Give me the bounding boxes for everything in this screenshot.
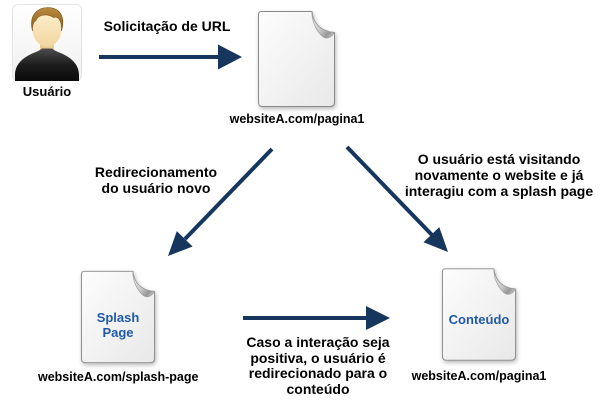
document-icon-content: Conteúdo	[441, 266, 517, 363]
positive-label-line3: redirecionado para o	[248, 365, 388, 382]
content-caption: websiteA.com/pagina1	[411, 369, 547, 383]
positive-arrow	[243, 306, 390, 330]
page1-caption: websiteA.com/pagina1	[229, 112, 365, 126]
returning-label-line1: O usuário está visitando	[417, 151, 581, 167]
content-doc-label: Conteúdo	[448, 312, 510, 327]
redirect-label-line2: do usuário novo	[101, 180, 211, 197]
redirect-label-line1: Redirecionamento	[94, 164, 218, 180]
positive-label-line2: positiva, o usuário é	[250, 349, 386, 366]
page-fold	[311, 11, 336, 39]
positive-label-line1: Caso a interação seja	[246, 334, 390, 350]
redirect-arrow-label: Redirecionamento do usuário novo	[86, 164, 226, 196]
user-icon	[12, 4, 82, 82]
page-fold	[132, 271, 156, 298]
splash-doc-label: Splash Page	[96, 310, 140, 340]
returning-arrow-label: O usuário está visitando novamente o web…	[403, 151, 595, 200]
request-arrow	[99, 44, 242, 70]
page-fold	[493, 268, 517, 295]
splash-caption: websiteA.com/splash-page	[38, 370, 199, 384]
document-icon-splash: Splash Page	[80, 268, 156, 366]
returning-label-line2: novamente o website e já	[414, 167, 584, 184]
request-arrow-label: Solicitação de URL	[103, 18, 231, 34]
returning-label-line3: interagiu com a splash page	[404, 183, 594, 200]
document-icon-page1	[257, 10, 336, 108]
positive-arrow-label: Caso a interação seja positiva, o usuári…	[238, 334, 398, 398]
user-label: Usuário	[22, 84, 72, 99]
positive-label-line4: conteúdo	[286, 381, 350, 398]
